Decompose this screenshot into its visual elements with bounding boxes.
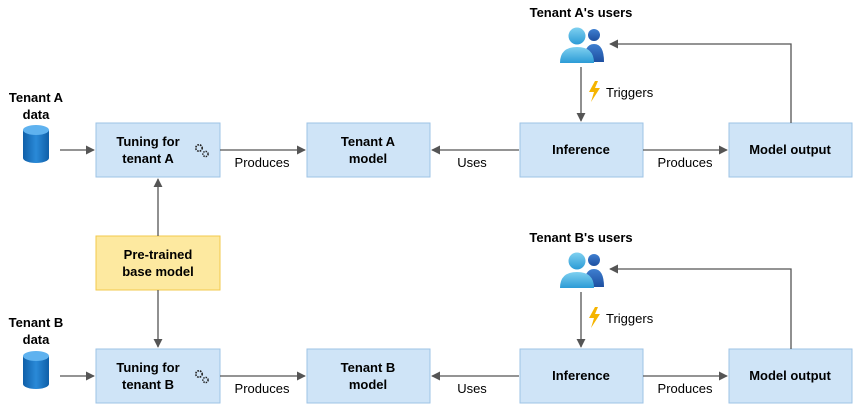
users-icon	[560, 27, 604, 63]
edge-triggers-b: Triggers	[606, 311, 654, 326]
lightning-icon	[589, 307, 600, 328]
model-output-b-label: Model output	[749, 368, 831, 383]
gears-icon	[195, 144, 209, 158]
base-model: Pre-trained base model	[95, 235, 221, 291]
edge-uses-b: Uses	[457, 381, 487, 396]
arrow-output-to-users-b	[609, 264, 792, 349]
inference-box-b: Inference	[519, 348, 644, 404]
inference-a-label: Inference	[552, 142, 610, 157]
tuning-a-line1: Tuning for	[116, 134, 179, 149]
edge-triggers-a: Triggers	[606, 85, 654, 100]
tenant-b-data-label-line1: Tenant B	[9, 315, 64, 330]
model-a-line1: Tenant A	[341, 134, 396, 149]
tuning-box-tenant-a: Tuning for tenant A	[95, 122, 221, 178]
tenant-b-row: Tenant B data Tuning for tenant B Produc…	[9, 230, 853, 404]
base-model-line2: base model	[122, 264, 194, 279]
tenant-a-model-box: Tenant A model	[306, 122, 431, 178]
tuning-a-line2: tenant A	[122, 151, 174, 166]
users-icon	[560, 252, 604, 288]
tenant-a-row: Tenant A data Tuning for tenant A Produc…	[9, 5, 853, 178]
tuning-box-tenant-b: Tuning for tenant B	[95, 348, 221, 404]
model-output-box-b: Model output	[728, 348, 853, 404]
tenant-a-data-label-line2: data	[23, 107, 51, 122]
model-output-box-a: Model output	[728, 122, 853, 178]
tenant-b-users-label: Tenant B's users	[529, 230, 632, 245]
tenant-b-model-box: Tenant B model	[306, 348, 431, 404]
tenant-a-users-label: Tenant A's users	[530, 5, 633, 20]
model-b-line2: model	[349, 377, 387, 392]
tuning-b-line2: tenant B	[122, 377, 174, 392]
arrow-output-to-users-a	[609, 39, 792, 123]
inference-b-label: Inference	[552, 368, 610, 383]
tenant-a-data-label-line1: Tenant A	[9, 90, 64, 105]
gears-icon	[195, 370, 209, 384]
edge-produces-a1: Produces	[235, 155, 290, 170]
base-model-line1: Pre-trained	[124, 247, 193, 262]
model-output-a-label: Model output	[749, 142, 831, 157]
lightning-icon	[589, 81, 600, 102]
edge-produces-b2: Produces	[658, 381, 713, 396]
edge-uses-a: Uses	[457, 155, 487, 170]
tenant-b-data-label-line2: data	[23, 332, 51, 347]
edge-produces-a2: Produces	[658, 155, 713, 170]
database-icon	[23, 125, 49, 163]
inference-box-a: Inference	[519, 122, 644, 178]
model-a-line2: model	[349, 151, 387, 166]
edge-produces-b1: Produces	[235, 381, 290, 396]
model-b-line1: Tenant B	[341, 360, 396, 375]
tuning-b-line1: Tuning for	[116, 360, 179, 375]
database-icon	[23, 351, 49, 389]
